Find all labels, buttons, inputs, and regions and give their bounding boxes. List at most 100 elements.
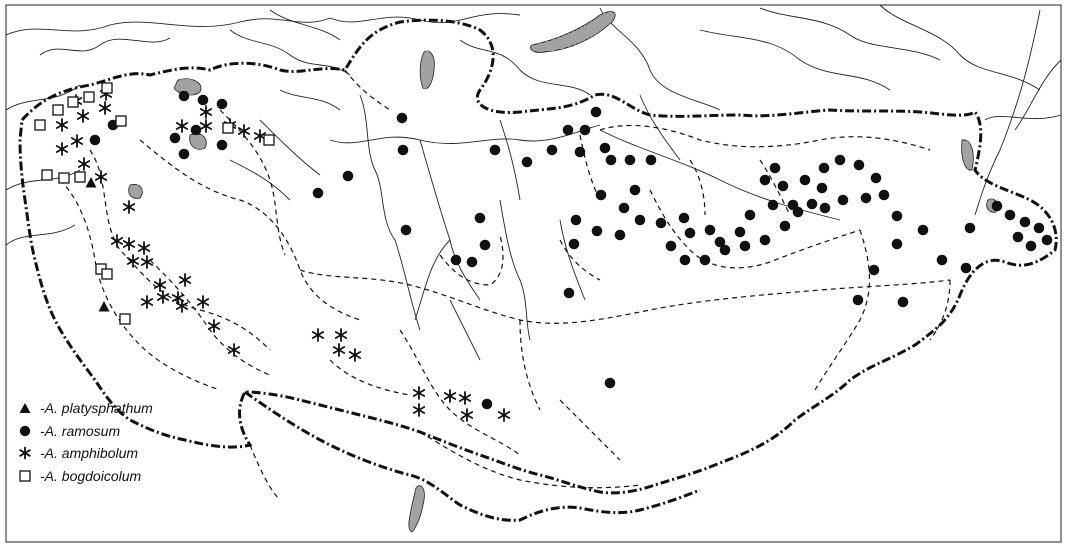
ramosum-point bbox=[1012, 231, 1024, 243]
ramosum-point bbox=[806, 198, 818, 210]
ramosum-point bbox=[1004, 209, 1016, 221]
triangle-icon bbox=[19, 403, 31, 414]
ramosum-point bbox=[655, 217, 667, 229]
amphibolum-point bbox=[77, 157, 91, 171]
ramosum-point bbox=[870, 172, 882, 184]
platysphathum-point bbox=[98, 301, 110, 312]
ramosum-point bbox=[546, 144, 558, 156]
ramosum-point bbox=[739, 240, 751, 252]
internal-rivers bbox=[229, 89, 841, 361]
ramosum-point bbox=[466, 256, 478, 268]
amphibolum-point bbox=[311, 328, 325, 342]
legend-item-amphibolum: -A. amphibolum bbox=[18, 442, 153, 465]
amphibolum-point bbox=[412, 403, 426, 417]
ramosum-point bbox=[891, 238, 903, 250]
ramosum-point bbox=[563, 287, 575, 299]
ramosum-point bbox=[936, 254, 948, 266]
amphibolum-point bbox=[137, 241, 151, 255]
ramosum-point bbox=[479, 239, 491, 251]
ramosum-point bbox=[897, 296, 909, 308]
ramosum-point bbox=[634, 214, 646, 226]
ramosum-point bbox=[960, 262, 972, 274]
ramosum-point bbox=[917, 224, 929, 236]
bogdoicolum-point bbox=[52, 104, 64, 116]
amphibolum-point bbox=[237, 124, 251, 138]
ramosum-point bbox=[624, 154, 636, 166]
lake-baikal bbox=[530, 11, 616, 53]
legend-label: -A. bogdoicolum bbox=[40, 467, 142, 484]
lakes bbox=[128, 11, 998, 213]
platysphathum-point bbox=[85, 177, 97, 188]
ramosum-point bbox=[605, 154, 617, 166]
ramosum-point bbox=[860, 192, 872, 204]
ramosum-point bbox=[744, 209, 756, 221]
amphibolum-point bbox=[227, 343, 241, 357]
ramosum-point bbox=[178, 90, 190, 102]
ramosum-point bbox=[719, 244, 731, 256]
ramosum-point bbox=[169, 132, 181, 144]
ramosum-point bbox=[618, 202, 630, 214]
circle-icon bbox=[19, 425, 31, 436]
ramosum-point bbox=[699, 254, 711, 266]
ramosum-point bbox=[579, 124, 591, 136]
ramosum-point bbox=[878, 189, 890, 201]
bogdoicolum-point bbox=[67, 96, 79, 108]
ramosum-point bbox=[665, 240, 677, 252]
ramosum-point bbox=[818, 162, 830, 174]
asterisk-icon bbox=[19, 446, 31, 460]
outside-rivers bbox=[5, 4, 1062, 246]
amphibolum-point bbox=[196, 295, 210, 309]
ramosum-point bbox=[474, 212, 486, 224]
ramosum-point bbox=[816, 182, 828, 194]
amphibolum-point bbox=[460, 408, 474, 422]
amphibolum-point bbox=[55, 142, 69, 156]
ramosum-point bbox=[769, 162, 781, 174]
bogdoicolum-point bbox=[74, 171, 86, 183]
amphibolum-point bbox=[98, 101, 112, 115]
ramosum-point bbox=[853, 159, 865, 171]
ramosum-point bbox=[397, 144, 409, 156]
ramosum-point bbox=[991, 200, 1003, 212]
amphibolum-point bbox=[175, 299, 189, 313]
map-legend: -A. platysphathum -A. ramosum -A. amphib… bbox=[18, 397, 153, 487]
legend-item-ramosum: -A. ramosum bbox=[18, 420, 153, 443]
amphibolum-point bbox=[122, 200, 136, 214]
ramosum-point bbox=[590, 106, 602, 118]
ramosum-point bbox=[396, 112, 408, 124]
southern-lake bbox=[408, 485, 425, 533]
ramosum-point bbox=[521, 156, 533, 168]
amphibolum-point bbox=[140, 295, 154, 309]
map-frame bbox=[5, 4, 1062, 543]
ramosum-point bbox=[759, 234, 771, 246]
ramosum-point bbox=[819, 202, 831, 214]
ramosum-point bbox=[629, 184, 641, 196]
amphibolum-point bbox=[55, 118, 69, 132]
ramosum-point bbox=[767, 199, 779, 211]
ramosum-point bbox=[312, 187, 324, 199]
amphibolum-point bbox=[94, 170, 108, 184]
ramosum-point bbox=[704, 224, 716, 236]
bogdoicolum-point bbox=[119, 313, 131, 325]
ramosum-point bbox=[216, 139, 228, 151]
amphibolum-point bbox=[458, 391, 472, 405]
ramosum-point bbox=[834, 154, 846, 166]
ramosum-point bbox=[799, 174, 811, 186]
amphibolum-point bbox=[334, 328, 348, 342]
legend-label: -A. platysphathum bbox=[40, 400, 153, 416]
ramosum-point bbox=[562, 124, 574, 136]
amphibolum-point bbox=[348, 348, 362, 362]
amphibolum-point bbox=[153, 278, 167, 292]
ramosum-point bbox=[216, 98, 228, 110]
amphibolum-point bbox=[207, 319, 221, 333]
province-boundaries bbox=[59, 69, 951, 501]
bogdoicolum-point bbox=[83, 91, 95, 103]
lake-west-2 bbox=[128, 183, 143, 199]
ramosum-point bbox=[342, 170, 354, 182]
ramosum-point bbox=[678, 212, 690, 224]
amphibolum-point bbox=[140, 255, 154, 269]
amphibolum-point bbox=[122, 237, 136, 251]
ramosum-point bbox=[734, 226, 746, 238]
occurrence-points bbox=[34, 82, 1053, 422]
open-square-icon bbox=[19, 470, 31, 482]
bogdoicolum-point bbox=[101, 268, 113, 280]
